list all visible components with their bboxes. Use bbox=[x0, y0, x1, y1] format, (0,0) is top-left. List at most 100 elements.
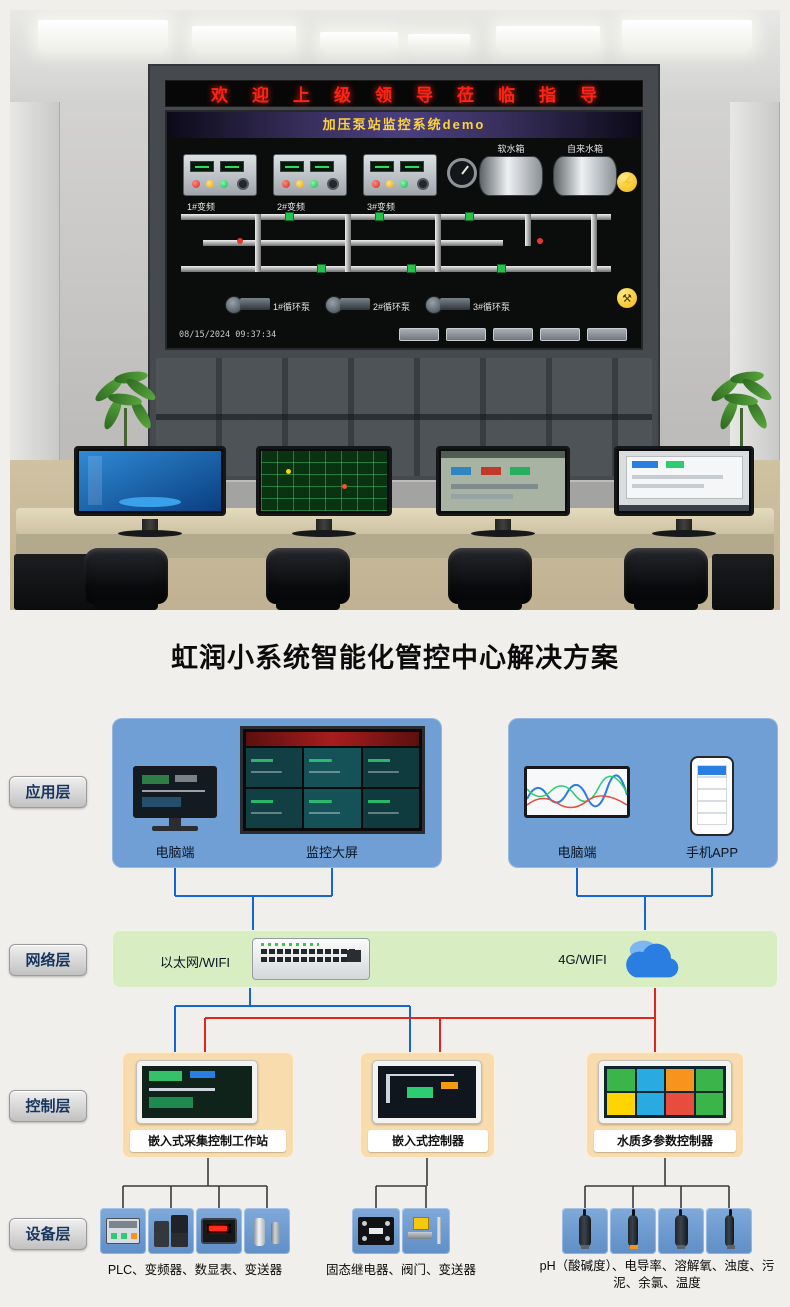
hmi-panel-icon-1 bbox=[136, 1060, 258, 1124]
control-label-water-quality: 水质多参数控制器 bbox=[594, 1130, 736, 1152]
network-box: 以太网/WIFI 4G/WIFI bbox=[112, 930, 778, 988]
pump-label: 1#循环泵 bbox=[273, 302, 311, 312]
device-tile-ph-probe bbox=[562, 1208, 608, 1254]
device-tile-ssr bbox=[352, 1208, 400, 1254]
workstation-monitor-1 bbox=[74, 446, 226, 516]
led-banner: 欢迎上级领导莅临指导 bbox=[165, 80, 643, 107]
device-tile-plc bbox=[100, 1208, 146, 1254]
office-chair bbox=[262, 548, 354, 610]
ceiling-light bbox=[38, 20, 168, 50]
status-dot bbox=[237, 238, 243, 244]
vfd-panel bbox=[363, 154, 437, 196]
video-wall-banner bbox=[246, 732, 419, 746]
side-cabinet-right bbox=[712, 554, 774, 610]
pipe-segment bbox=[181, 214, 611, 220]
tools-icon: ⚒ bbox=[617, 288, 637, 308]
acoustic-panels bbox=[156, 358, 652, 476]
office-chair bbox=[80, 548, 172, 610]
vfd-icon bbox=[154, 1215, 188, 1247]
pipe-segment bbox=[435, 214, 441, 272]
ph-probe-icon bbox=[579, 1209, 591, 1249]
pump-label: 2#循环泵 bbox=[373, 302, 411, 312]
water-tank bbox=[479, 156, 543, 196]
big-screen-label: 监控大屏 bbox=[305, 845, 358, 860]
digital-meter-icon bbox=[201, 1218, 237, 1244]
gauge-icon bbox=[447, 158, 477, 188]
layer-label-control: 控制层 bbox=[9, 1090, 87, 1122]
monitor-stand bbox=[676, 519, 692, 531]
scada-title: 加压泵站监控系统demo bbox=[322, 117, 486, 132]
pipe-segment bbox=[591, 214, 597, 272]
ceiling-light bbox=[496, 26, 600, 50]
office-chair bbox=[444, 548, 536, 610]
pump-icon bbox=[325, 296, 371, 314]
solution-title: 虹润小系统智能化管控中心解决方案 bbox=[171, 643, 619, 673]
vfd-label: 2#变频 bbox=[277, 202, 306, 212]
scada-button bbox=[399, 328, 439, 341]
cloud-icon bbox=[622, 932, 684, 986]
scada-button bbox=[540, 328, 580, 341]
pc-monitor-waves-icon bbox=[524, 766, 630, 818]
pump-label: 3#循环泵 bbox=[473, 302, 511, 312]
pump-icon bbox=[225, 296, 271, 314]
office-chair bbox=[620, 548, 712, 610]
ssr-icon bbox=[358, 1217, 394, 1245]
dissolved-oxygen-probe-icon bbox=[674, 1209, 688, 1249]
device-tile-turbidity-probe bbox=[706, 1208, 752, 1254]
valve-icon bbox=[285, 212, 294, 221]
device-tile-oxygen-probe bbox=[658, 1208, 704, 1254]
phone-icon bbox=[690, 756, 734, 836]
device-tile-vfd bbox=[148, 1208, 194, 1254]
cellular-label: 4G/WIFI bbox=[558, 952, 607, 967]
layer-label-device: 设备层 bbox=[9, 1218, 87, 1250]
scada-title-bar: 加压泵站监控系统demo bbox=[167, 112, 641, 138]
valve-icon bbox=[465, 212, 474, 221]
application-box-right: 电脑端 手机APP bbox=[508, 718, 778, 868]
pipe-segment bbox=[525, 214, 531, 246]
pump-icon bbox=[425, 296, 471, 314]
pipe-segment bbox=[345, 214, 351, 272]
scada-timestamp: 08/15/2024 09:37:34 bbox=[179, 330, 277, 340]
turbidity-probe-icon bbox=[724, 1209, 735, 1249]
lightning-icon: ⚡ bbox=[617, 172, 637, 192]
tank-label: 软水箱 bbox=[497, 144, 525, 154]
big-screen: 加压泵站监控系统demo 1#变频 2#变频 3#变频 软水箱 自来水箱 ⚡ ⚒ bbox=[165, 110, 643, 350]
pc-right-label: 电脑端 bbox=[557, 845, 597, 860]
monitor-base bbox=[652, 530, 716, 537]
led-banner-text: 欢迎上级领导莅临指导 bbox=[211, 86, 621, 105]
hmi-panel-icon-3 bbox=[598, 1060, 732, 1124]
monitor-base bbox=[118, 530, 182, 537]
vfd-panel bbox=[183, 154, 257, 196]
mobile-app-label: 手机APP bbox=[685, 845, 738, 860]
valve-icon bbox=[497, 264, 506, 273]
water-tank bbox=[553, 156, 617, 196]
tank-label: 自来水箱 bbox=[566, 144, 603, 154]
monitor-stand bbox=[142, 519, 158, 531]
device-caption-3: pH（酸碱度）、电导率、溶解氧、浊度、污泥、余氯、温度 bbox=[539, 1259, 775, 1290]
device-caption-2: 固态继电器、阀门、变送器 bbox=[325, 1263, 476, 1277]
device-tile-transmitter bbox=[244, 1208, 290, 1254]
switch-icon bbox=[252, 938, 370, 980]
pipe-segment bbox=[181, 266, 611, 272]
layer-label-network: 网络层 bbox=[9, 944, 87, 976]
scada-button bbox=[493, 328, 533, 341]
pipe-segment bbox=[255, 214, 261, 272]
control-room-photo: 欢迎上级领导莅临指导 加压泵站监控系统demo 1#变频 2#变频 3#变频 软… bbox=[10, 10, 780, 610]
pc-left-label: 电脑端 bbox=[155, 845, 195, 860]
device-tile-valve bbox=[402, 1208, 450, 1254]
scada-button bbox=[587, 328, 627, 341]
conductivity-probe-icon bbox=[628, 1209, 638, 1249]
vfd-label: 1#变频 bbox=[187, 202, 216, 212]
transmitter-icon bbox=[252, 1216, 282, 1246]
control-label-controller: 嵌入式控制器 bbox=[368, 1130, 488, 1152]
ceiling-light bbox=[320, 32, 398, 50]
ceiling-light bbox=[408, 34, 470, 48]
ethernet-label: 以太网/WIFI bbox=[159, 955, 231, 970]
wall-pillar-left bbox=[10, 102, 60, 462]
pipe-segment bbox=[203, 240, 503, 246]
monitor-stand bbox=[495, 519, 511, 531]
pc-monitor-icon bbox=[133, 766, 217, 831]
valve-icon bbox=[375, 212, 384, 221]
layer-label-application: 应用层 bbox=[9, 776, 87, 808]
workstation-monitor-2 bbox=[256, 446, 392, 516]
